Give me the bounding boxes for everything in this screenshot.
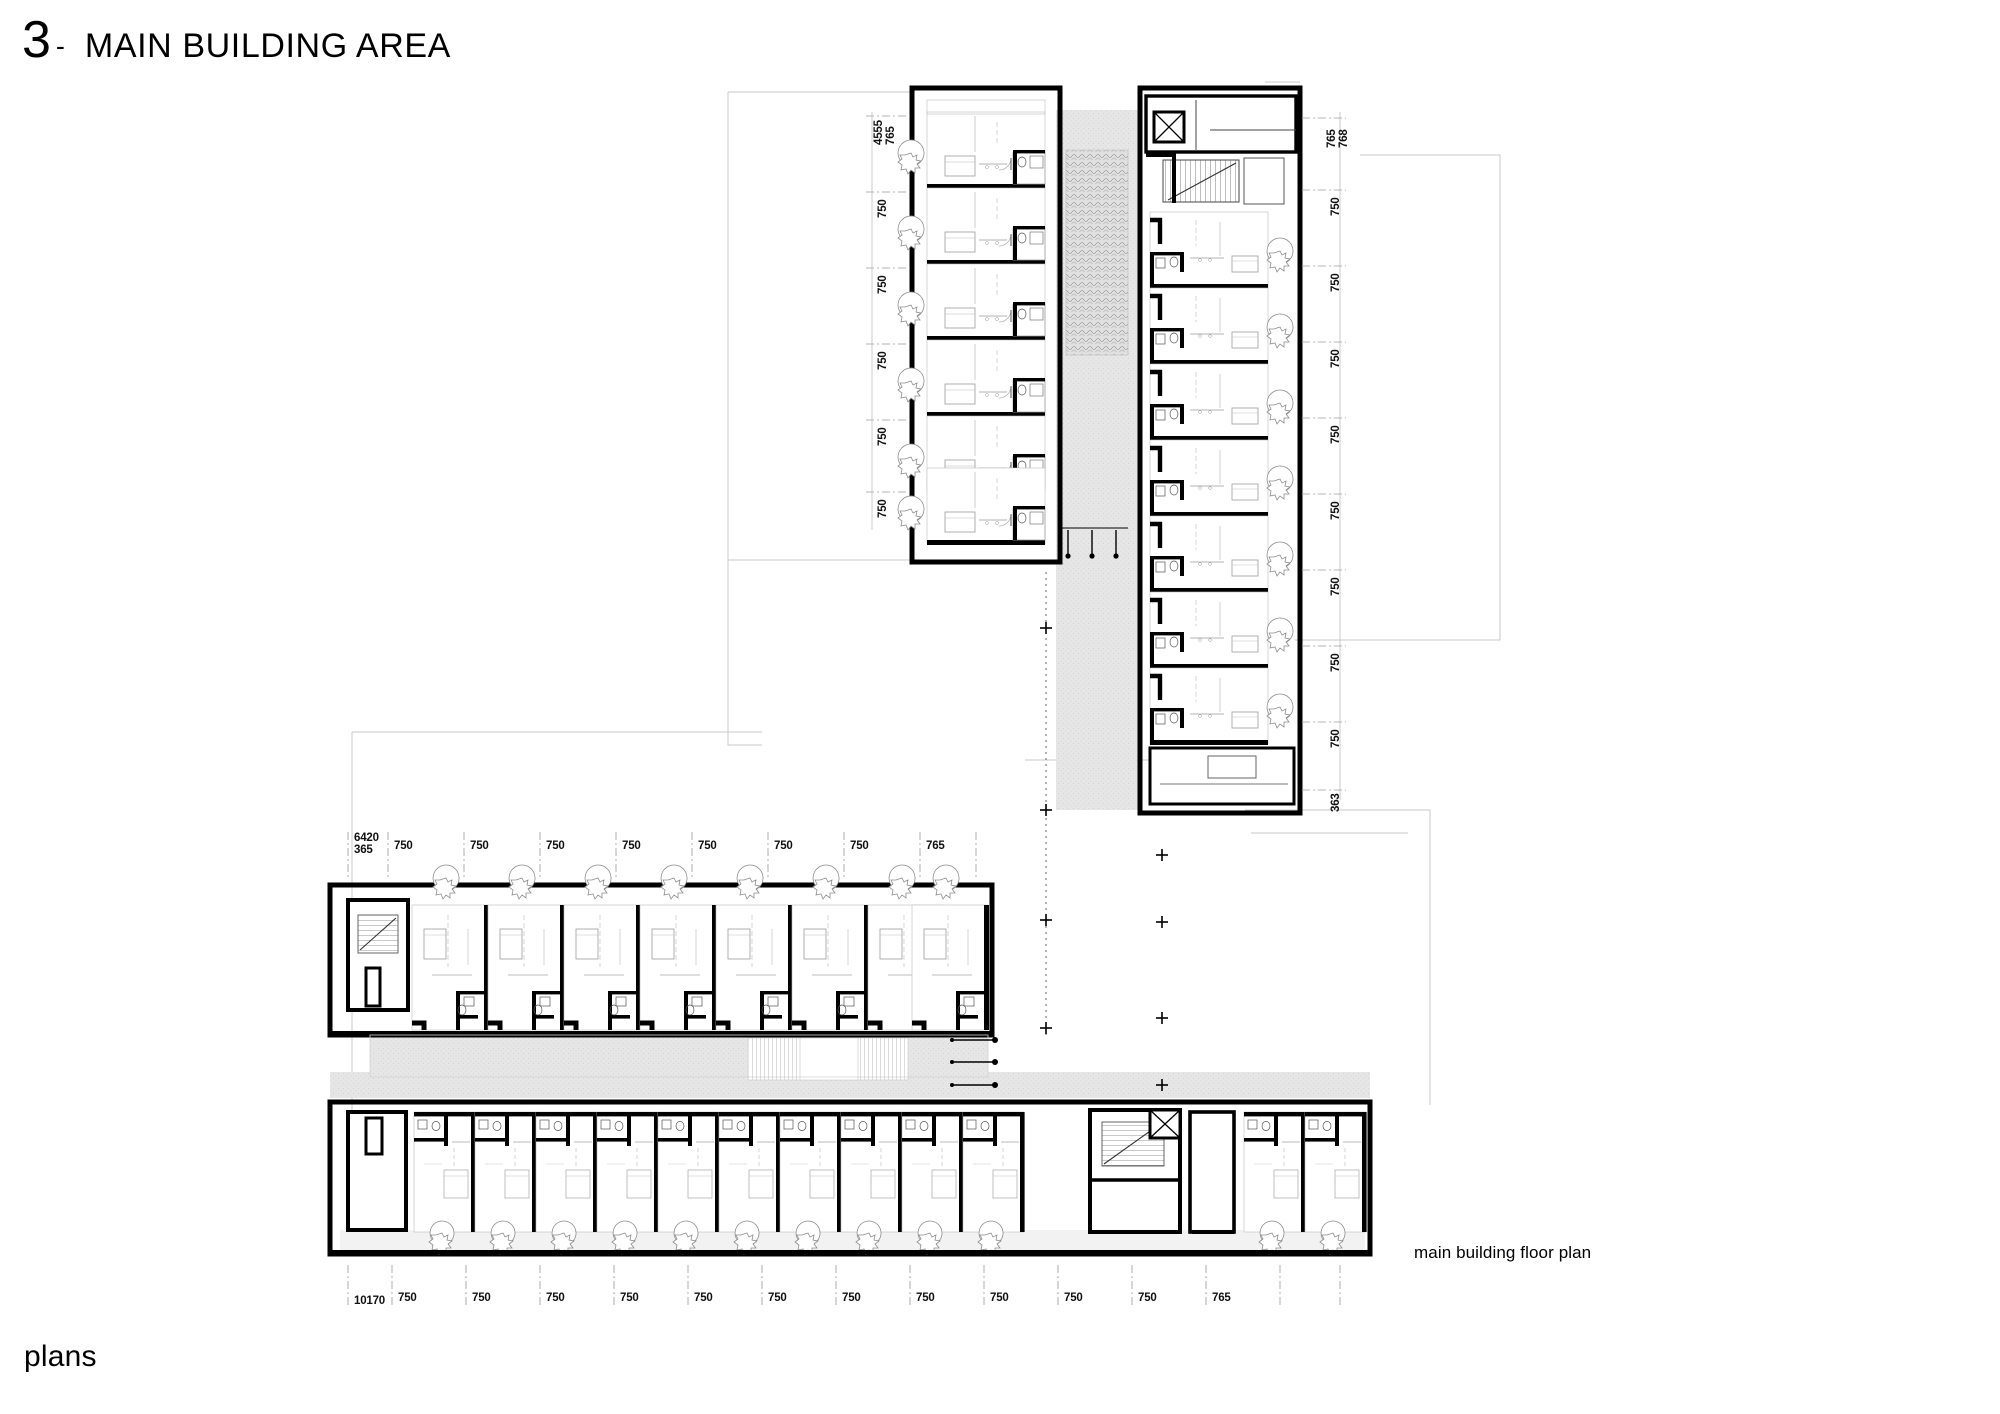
dim-south-6: 750 bbox=[842, 1292, 861, 1304]
plan-caption: main building floor plan bbox=[1414, 1243, 1592, 1262]
dim-line-south bbox=[347, 1265, 1341, 1306]
dim-south-5: 750 bbox=[768, 1292, 787, 1304]
dim-nw-1: 750 bbox=[877, 275, 889, 294]
dim-south-11: 765 bbox=[1212, 1292, 1231, 1304]
dim-south-head: 10170 bbox=[354, 1295, 385, 1307]
dim-line-north-east bbox=[1302, 117, 1346, 791]
dim-ne-2: 750 bbox=[1330, 349, 1342, 368]
dim-south-0: 750 bbox=[398, 1292, 417, 1304]
dim-ne-8: 363 bbox=[1330, 793, 1342, 812]
wing-north-west bbox=[897, 85, 1063, 565]
dim-mid-7: 765 bbox=[926, 840, 945, 852]
dim-south-10: 750 bbox=[1138, 1292, 1157, 1304]
sheet-title-dash: - bbox=[55, 31, 65, 61]
dim-south-7: 750 bbox=[916, 1292, 935, 1304]
dim-south-1: 750 bbox=[472, 1292, 491, 1304]
dim-ne-6: 750 bbox=[1330, 653, 1342, 672]
dim-ne-0: 750 bbox=[1330, 197, 1342, 216]
dim-line-middle bbox=[347, 832, 977, 880]
sheet-title-number: 3 bbox=[22, 11, 51, 69]
south-wing-core bbox=[1088, 1108, 1236, 1234]
wing-south bbox=[327, 1099, 1373, 1257]
dim-mid-6: 750 bbox=[850, 840, 869, 852]
dim-nw-3: 750 bbox=[877, 427, 889, 446]
dim-mid-0: 750 bbox=[394, 840, 413, 852]
dim-south-4: 750 bbox=[694, 1292, 713, 1304]
dim-nw-0: 750 bbox=[877, 199, 889, 218]
central-axis bbox=[1040, 572, 1168, 1091]
sheet-title-text: MAIN BUILDING AREA bbox=[84, 27, 451, 65]
dim-ne-1: 750 bbox=[1330, 273, 1342, 292]
dim-ne-3: 750 bbox=[1330, 425, 1342, 444]
dim-ne-7: 750 bbox=[1330, 729, 1342, 748]
south-wing-west-stair bbox=[346, 1110, 408, 1232]
corridor-handrail bbox=[950, 1037, 998, 1088]
dim-mid-1: 750 bbox=[470, 840, 489, 852]
dim-south-3: 750 bbox=[620, 1292, 639, 1304]
corridor-louvers bbox=[369, 1034, 989, 1081]
dim-nw-2: 750 bbox=[877, 351, 889, 370]
dim-south-2: 750 bbox=[546, 1292, 565, 1304]
wing-middle bbox=[327, 865, 995, 1038]
dim-mid-2: 750 bbox=[546, 840, 565, 852]
wing-north-east bbox=[1137, 85, 1303, 816]
dim-south-8: 750 bbox=[990, 1292, 1009, 1304]
north-east-core bbox=[1144, 94, 1298, 205]
dim-south-9: 750 bbox=[1064, 1292, 1083, 1304]
dim-mid-3: 750 bbox=[622, 840, 641, 852]
sheet-footer-label: plans bbox=[24, 1340, 97, 1373]
dim-nw-4: 750 bbox=[877, 499, 889, 518]
dim-ne-4: 750 bbox=[1330, 501, 1342, 520]
middle-wing-stair bbox=[346, 898, 410, 1012]
north-east-end-room bbox=[1148, 746, 1296, 806]
courtyard-pergola bbox=[1060, 527, 1128, 559]
dim-ne-5: 750 bbox=[1330, 577, 1342, 596]
dim-mid-5: 750 bbox=[774, 840, 793, 852]
dim-line-north-west bbox=[866, 115, 910, 493]
sheet-title-block: 3 - MAIN BUILDING AREA bbox=[22, 14, 451, 66]
dim-mid-4: 750 bbox=[698, 840, 717, 852]
